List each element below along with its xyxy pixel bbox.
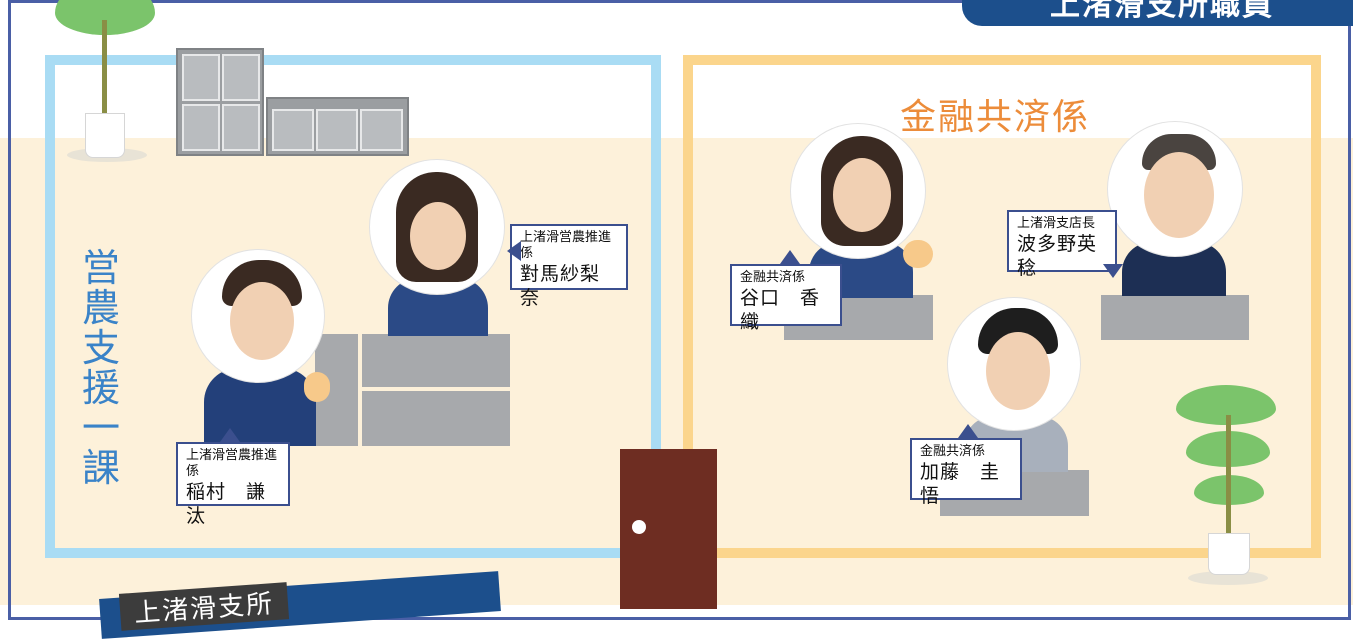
plant-bottom-right	[1170, 385, 1290, 595]
staff-name: 稲村 謙汰	[186, 481, 267, 527]
room-finance	[683, 55, 1321, 558]
avatar	[1108, 122, 1242, 256]
staff-role: 上渚滑営農推進係	[520, 230, 612, 261]
speech-bubble-inamura: 上渚滑営農推進係 稲村 謙汰	[176, 428, 290, 527]
storage-cabinet	[176, 48, 264, 156]
avatar	[791, 124, 925, 258]
staff-taniguchi	[791, 124, 936, 298]
plant-top-left	[45, 0, 165, 165]
page-title-banner: 上渚滑支所職員	[962, 0, 1353, 26]
desk-branch-manager	[1101, 295, 1249, 340]
speech-bubble-taniguchi: 金融共済係 谷口 香織	[730, 250, 842, 333]
speech-bubble-tsushima: 上渚滑営農推進係 對馬紗梨奈	[507, 224, 628, 309]
dept-finance-label: 金融共済係	[900, 97, 1091, 138]
desk-inamura	[362, 391, 510, 446]
staff-hatano	[1108, 122, 1242, 296]
staff-role: 上渚滑営農推進係	[186, 448, 278, 479]
staff-name: 谷口 香織	[740, 287, 821, 333]
avatar	[370, 160, 504, 294]
desk-tsushima	[362, 334, 510, 387]
low-cabinet	[266, 97, 409, 156]
staff-name: 加藤 圭悟	[920, 461, 1001, 507]
staff-role: 金融共済係	[920, 444, 986, 459]
staff-tsushima	[370, 160, 504, 336]
staff-kato	[948, 298, 1082, 472]
room-agri-support	[45, 55, 661, 558]
staff-inamura	[192, 250, 332, 446]
speech-bubble-kato: 金融共済係 加藤 圭悟	[910, 424, 1022, 507]
staff-name: 對馬紗梨奈	[520, 263, 601, 309]
page-title: 上渚滑支所職員	[1050, 0, 1274, 23]
speech-bubble-hatano: 上渚滑支店長 波多野英稔	[1007, 210, 1123, 279]
dept-agri-support-label: 営農支援一課	[81, 246, 120, 490]
door-knob	[632, 520, 646, 534]
staff-name: 波多野英稔	[1017, 233, 1098, 279]
avatar	[192, 250, 324, 382]
avatar	[948, 298, 1080, 430]
staff-role: 金融共済係	[740, 270, 806, 285]
staff-role: 上渚滑支店長	[1017, 216, 1096, 231]
